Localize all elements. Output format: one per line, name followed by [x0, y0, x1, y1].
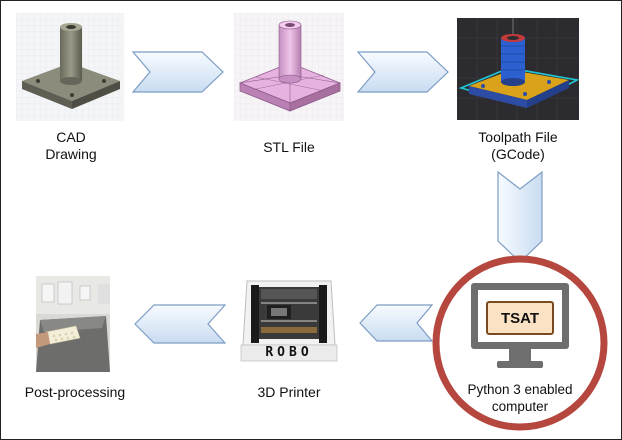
- toolpath-file-label: Toolpath File (GCode): [463, 129, 573, 163]
- printer-brand-text: ROBO: [265, 345, 313, 360]
- 3d-printer-label: 3D Printer: [244, 384, 334, 401]
- arrow-cad-to-stl: [132, 51, 224, 93]
- computer-label: Python 3 enabled computer: [450, 381, 590, 415]
- tsat-screen-text: TSAT: [500, 309, 540, 327]
- computer-label-line2: computer: [491, 399, 549, 414]
- 3d-printer-image: ROBO: [237, 275, 341, 365]
- toolpath-file-image: [457, 18, 579, 120]
- arrow-toolpath-to-computer: [497, 171, 543, 263]
- post-processing-label: Post-processing: [13, 384, 137, 401]
- computer-label-line1: Python 3 enabled: [467, 382, 573, 397]
- printer-label-line1: 3D Printer: [257, 384, 321, 400]
- cad-label-line2: Drawing: [45, 146, 97, 162]
- toolpath-label-line2: (GCode): [491, 146, 545, 162]
- post-processing-label-line1: Post-processing: [24, 384, 126, 400]
- arrow-computer-to-printer: [359, 304, 433, 342]
- post-processing-image: [36, 276, 110, 372]
- arrow-printer-to-postprocessing: [134, 304, 226, 344]
- tsat-screen-box: TSAT: [486, 301, 554, 335]
- toolpath-label-line1: Toolpath File: [478, 129, 558, 145]
- stl-label-line1: STL File: [263, 139, 315, 155]
- cad-label-line1: CAD: [56, 129, 86, 145]
- stl-file-label: STL File: [249, 139, 329, 156]
- stl-file-image: [234, 13, 344, 121]
- arrow-stl-to-toolpath: [357, 51, 449, 93]
- cad-drawing-label: CAD Drawing: [31, 129, 111, 163]
- cad-drawing-image: [16, 13, 124, 121]
